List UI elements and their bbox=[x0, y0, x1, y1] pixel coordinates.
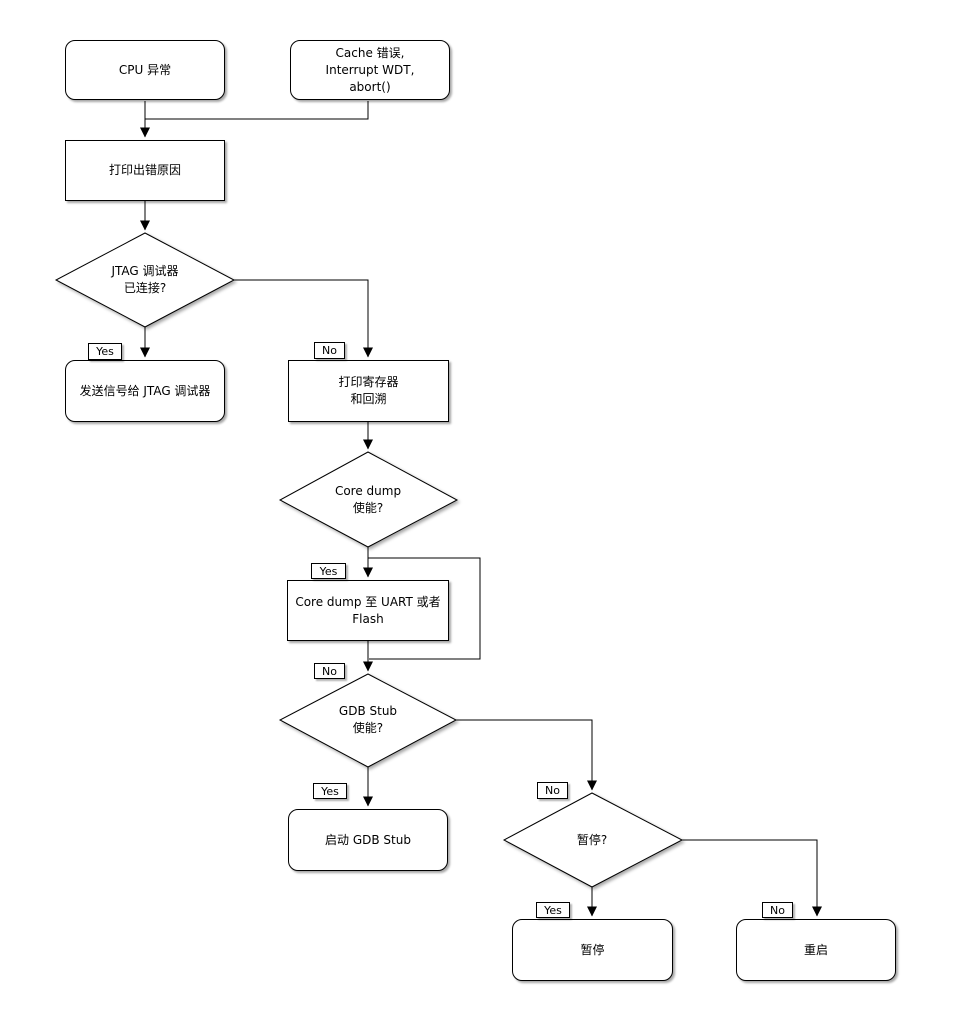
branch-label-coredump-no: No bbox=[314, 663, 345, 679]
branch-label-coredump-yes: Yes bbox=[311, 563, 346, 579]
node-core-dump-enabled-label: Core dump 使能? bbox=[334, 484, 402, 515]
node-halt-question-label: 暂停? bbox=[576, 832, 608, 847]
node-reboot: 重启 bbox=[736, 919, 896, 981]
edge-jtag-no-to-print-registers bbox=[234, 279, 373, 358]
diamond-jtag-connected bbox=[54, 232, 236, 328]
edge-gdbstub-no-to-halt-question bbox=[456, 719, 597, 791]
edge-cache-error-join bbox=[145, 101, 369, 120]
node-core-dump-uart-flash: Core dump 至 UART 或者 Flash bbox=[287, 580, 449, 641]
branch-label-jtag-no: No bbox=[314, 342, 345, 359]
node-halt: 暂停 bbox=[512, 919, 673, 981]
branch-label-gdbstub-yes: Yes bbox=[313, 783, 347, 799]
node-jtag-connected-label: JTAG 调试器 已连接? bbox=[111, 264, 179, 295]
node-print-error-cause: 打印出错原因 bbox=[65, 140, 225, 201]
node-print-registers-backtrace: 打印寄存器 和回溯 bbox=[288, 360, 449, 422]
node-gdb-stub-enabled-label: GDB Stub 使能? bbox=[338, 704, 398, 735]
edge-coredump-no-bypass bbox=[368, 557, 481, 660]
node-start-gdb-stub: 启动 GDB Stub bbox=[288, 809, 448, 871]
branch-label-jtag-yes: Yes bbox=[88, 343, 122, 360]
branch-label-gdbstub-no: No bbox=[537, 782, 568, 799]
diamond-gdb-stub-enabled bbox=[278, 673, 458, 768]
node-cpu-exception: CPU 异常 bbox=[65, 40, 225, 100]
branch-label-haltq-yes: Yes bbox=[536, 902, 570, 918]
node-send-signal-jtag: 发送信号给 JTAG 调试器 bbox=[65, 360, 225, 422]
diamond-halt-question bbox=[502, 792, 684, 888]
edge-haltq-no-to-reboot bbox=[682, 839, 822, 917]
diamond-core-dump-enabled bbox=[278, 451, 459, 548]
branch-label-haltq-no: No bbox=[762, 902, 793, 918]
node-cache-error: Cache 错误, Interrupt WDT, abort() bbox=[290, 40, 450, 100]
